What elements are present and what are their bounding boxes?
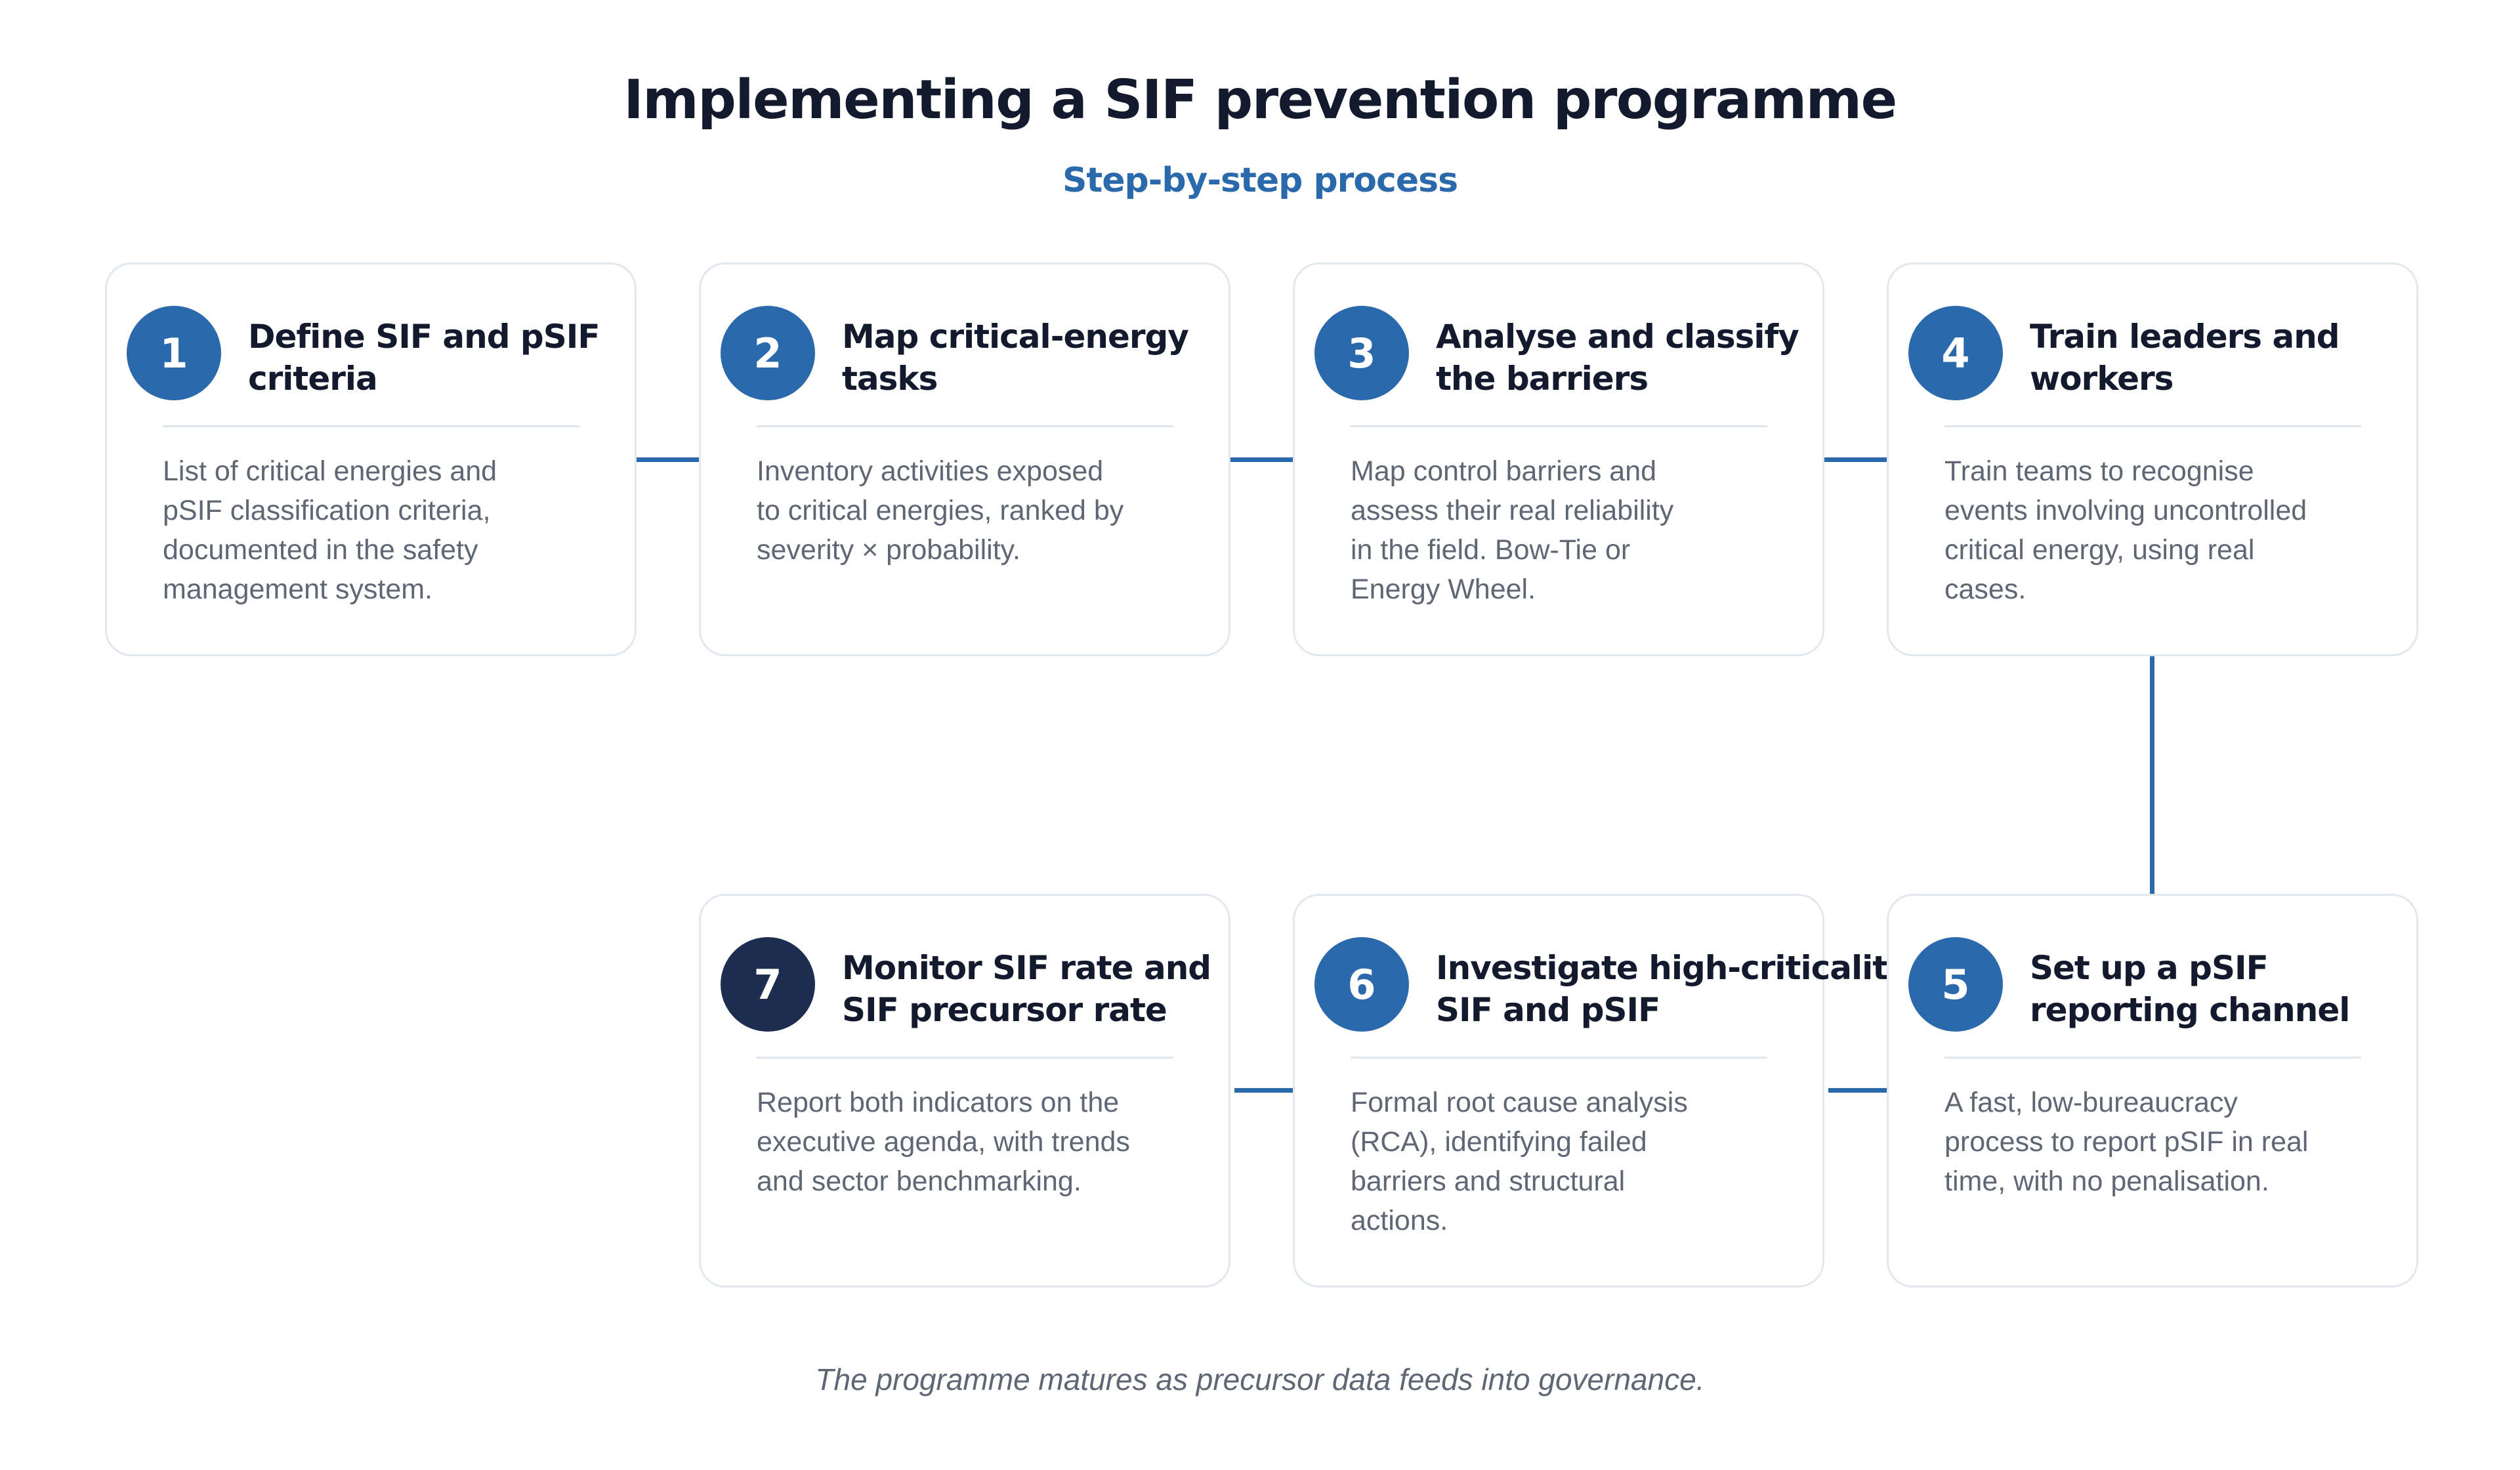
connector-6-7 [1234, 1088, 1293, 1093]
step-divider [757, 1057, 1173, 1059]
step-divider [757, 425, 1173, 427]
step-divider [163, 425, 579, 427]
step-number-badge: 6 [1314, 937, 1409, 1032]
step-number-badge: 7 [721, 937, 815, 1032]
step-number-badge: 4 [1908, 306, 2003, 400]
connector-1-2 [637, 457, 699, 462]
connector-4-5 [2150, 656, 2154, 894]
step-divider [1944, 1057, 2361, 1059]
step-number-badge: 2 [721, 306, 815, 400]
connector-5-6 [1828, 1088, 1887, 1093]
step-number-badge: 3 [1314, 306, 1409, 400]
step-number-badge: 5 [1908, 937, 2003, 1032]
step-description: Formal root cause analysis(RCA), identif… [1351, 1087, 1688, 1236]
step-divider [1944, 425, 2361, 427]
page-subtitle: Step-by-step process [1062, 161, 1458, 200]
step-number-badge: 1 [127, 306, 221, 400]
footer-note: The programme matures as precursor data … [815, 1362, 1705, 1396]
step-divider [1351, 1057, 1767, 1059]
connector-3-4 [1824, 457, 1887, 462]
connector-2-3 [1230, 457, 1293, 462]
page-title: Implementing a SIF prevention programme [623, 69, 1897, 131]
step-divider [1351, 425, 1767, 427]
